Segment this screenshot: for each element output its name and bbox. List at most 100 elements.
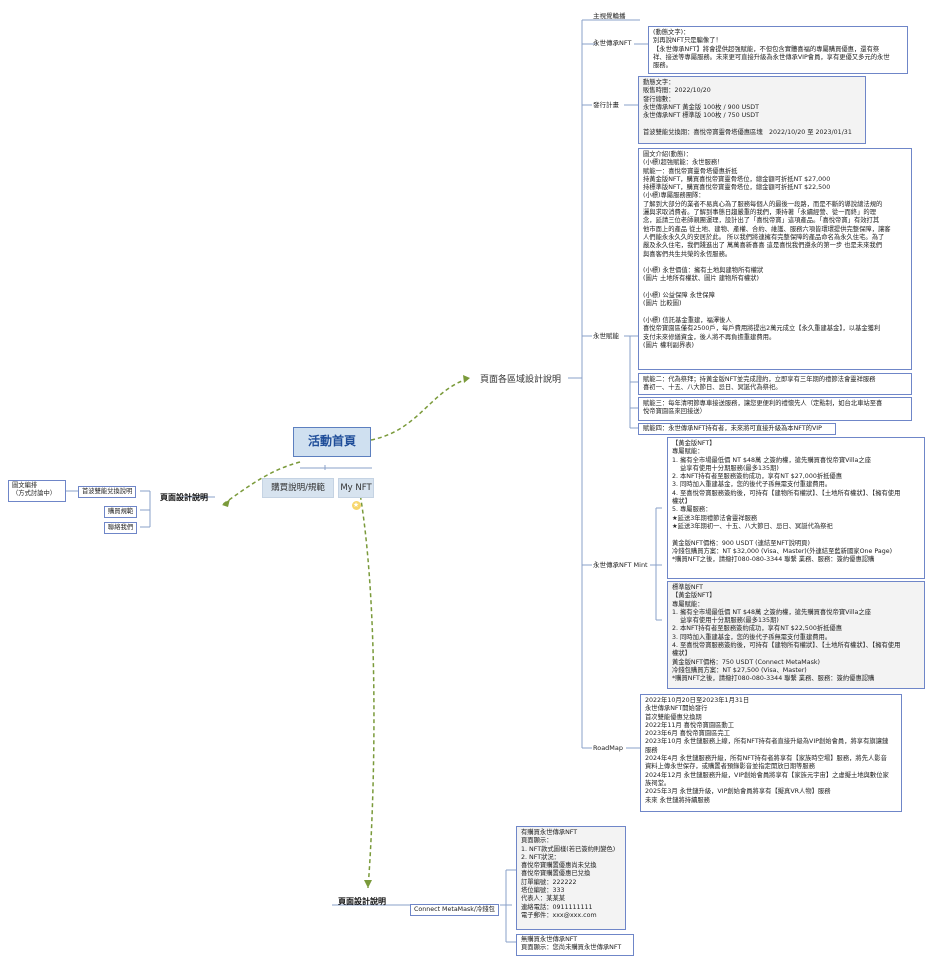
- box-power-4: 賦能四：永世傳承NFT持有者，未來將可直接升級為本NFT的VIP: [638, 423, 836, 435]
- tab-purchase-rules[interactable]: 購買說明/規範: [262, 478, 334, 498]
- edge-root-to-area-design: [370, 377, 471, 441]
- box-line: 永世傳承NFT 黃金版 100枚 / 900 USDT: [643, 103, 759, 111]
- box-line: 2023年6月 喜悅帝寶園區完工: [645, 730, 731, 738]
- note-line: 圖文編排: [12, 482, 38, 489]
- box-line: ★延送3年期初一、十五、八大節日、忌日、冥誕代為祭祀: [672, 522, 833, 530]
- box-line: 永世傳承NFT開始發行: [645, 705, 708, 713]
- box-line: 頁面顯示：: [521, 837, 553, 845]
- section-yongshi-power[interactable]: 永世賦能: [593, 332, 619, 340]
- edge-root-to-left-design: [221, 461, 301, 506]
- box-line: 未來 永世鏈將持續服務: [645, 796, 710, 804]
- box-line: 賦能四：永世傳承NFT持有者，未來將可直接升級為本NFT的VIP: [643, 425, 822, 432]
- box-line: 灑與求取消費者。了解到事態日趨嚴重的我們，秉持著「永續經營、從一而終」的理: [643, 209, 876, 217]
- box-line: 服務。: [653, 62, 672, 70]
- star-icon: ★: [351, 501, 361, 510]
- section-main-visual[interactable]: 主視覺輪播: [593, 12, 626, 20]
- box-line: 冷錢包購買方案：NT $27,500 (Visa、Master): [672, 666, 807, 674]
- box-line: 1. 擁有全市場最低價 NT $48萬 之簽約權，搶先購買喜悅帝寶Villa之座: [672, 608, 871, 616]
- box-line: 益享有使用十分期服務(最多135期): [672, 617, 779, 625]
- section-issue-plan[interactable]: 發行計畫: [593, 101, 619, 109]
- box-line: 首波雙能兌換期：喜悅帝寶靈骨塔優惠區塊 2022/10/20 至 2023/01…: [643, 128, 852, 136]
- box-line: (動態文字)：: [653, 29, 690, 36]
- section-mint[interactable]: 永世傳承NFT Mint: [593, 561, 648, 569]
- box-line: 動態文字：: [643, 79, 675, 86]
- box-line: 冷錢包購買方案：NT $32,000 (Visa、Master)(外連結至藍新國…: [672, 547, 893, 555]
- box-line: 族祠堂。: [645, 779, 671, 787]
- note-line: （方式討論中）: [12, 490, 57, 498]
- box-line: 1. NFT款式圖樣(若已簽約則變色): [521, 845, 616, 853]
- box-power-2: 賦能二：代為祭拜；持黃金版NFT並完成證約，立即享有三年期的禮節法會靈祥服務喜初…: [638, 373, 912, 395]
- box-line: (小標) 永世價值：擁有土地與建物所有權狀: [643, 267, 764, 275]
- box-line: 【永世傳承NFT】將會提供超強賦能，不但包含實體喜福的專屬購買優惠，還有祭: [653, 45, 880, 53]
- box-line: 2022年11月 喜悅帝寶園區動工: [645, 721, 735, 729]
- box-line: (圖片 土地所有權狀、圖片 建物所有權狀): [643, 275, 759, 283]
- box-line: 賦能三：每年清明節專車接送服務，讓您更便利的禮懷先人（定點制，如台北車站至喜: [643, 400, 883, 407]
- area-design-title[interactable]: 頁面各區域設計說明: [480, 375, 562, 385]
- box-line: 2023年10月 永世鏈服務上線，所有NFT持有者直接升級為VIP創始會員，將享…: [645, 738, 889, 746]
- left-item-first-exchange[interactable]: 首波雙能兌換說明: [78, 486, 137, 498]
- box-line: 了解到大部分的業者不易真心為了服務每個人的最後一段路，而是不斷的導說總法規的: [643, 200, 883, 208]
- box-line: 權狀】: [672, 650, 691, 658]
- box-line: 發行總數：: [643, 95, 675, 103]
- box-line: 益享有使用十分期服務(最多135期): [672, 464, 779, 472]
- box-line: [643, 309, 907, 317]
- left-item-purchase-rules[interactable]: 購買規範: [104, 506, 138, 518]
- box-line: 悅帝寶園區來回接送）: [643, 408, 706, 416]
- box-line: 賦能一：喜悅帝寶靈骨塔優惠折抵: [643, 167, 738, 175]
- box-line: 念，延請三位老師親團運理，設計出了「喜悅帝寶」這項產品。「喜悅帝寶」有效打其: [643, 217, 880, 225]
- box-line: 2022年10月20日至2023年1月31日: [645, 697, 750, 704]
- box-line: 人們能永永久久的安居於此。 所以我們將連擁有完整保障的產品命名為永久住宅。為了: [643, 233, 885, 241]
- box-line: [643, 284, 907, 292]
- connect-metamask-item[interactable]: Connect MetaMask/冷錢包: [410, 904, 499, 916]
- box-line: [643, 259, 907, 267]
- section-roadmap[interactable]: RoadMap: [593, 744, 624, 752]
- box-line: 首次雙能優惠兌換期: [645, 713, 702, 721]
- box-line: (小標) 公益保障 永世保障: [643, 292, 715, 300]
- box-line: 頁面顯示：您尚未購買永世傳承NFT: [521, 944, 622, 952]
- arrow-bottom-design: [364, 880, 372, 888]
- box-line: 賦能二：代為祭拜；持黃金版NFT並完成證約，立即享有三年期的禮節法會靈祥服務: [643, 376, 876, 383]
- box-line: 喜悅帝寶園區僅有2500戶，每戶費用將提出2萬元成立【永久重建基金】，以基金獲利: [643, 325, 881, 333]
- box-line: 服務: [645, 746, 658, 754]
- box-line: 2. 本NFT持有者至服務簽約成功，享有NT $27,000折抵優惠: [672, 473, 843, 481]
- box-line: [672, 531, 920, 539]
- box-line: 2. NFT狀況：: [521, 853, 560, 861]
- box-line: 4. 至喜悅帝寶服務簽約後，可持有【建物所有權狀】、【土地所有權狀】、【擁有使用: [672, 642, 901, 650]
- bottom-design-title[interactable]: 頁面設計說明: [338, 897, 386, 906]
- box-line: 喜悅帝寶購置優惠已兌換: [521, 870, 591, 878]
- section-yongshi-nft[interactable]: 永世傳承NFT: [593, 39, 632, 47]
- box-line: *購買NFT之後，請撥打080-080-3344 聯繫 業務、服務：簽約優惠認購: [672, 556, 875, 564]
- box-line: 【黃金版NFT】: [672, 592, 716, 600]
- edge-root-to-bottom-design: [357, 481, 375, 889]
- box-line: 支付未來修繕資金，後人將不再負擔重建費用。: [643, 333, 776, 341]
- box-line: (小標)超強賦能：永世服務！: [643, 159, 724, 167]
- box-line: 代表人：某某某: [521, 895, 566, 903]
- box-line: 2024年4月 永世鏈服務升級，所有NFT持有者將享有【家族時空場】服務，將先人…: [645, 755, 887, 763]
- box-line: [643, 120, 861, 128]
- box-line: 塔位編號：333: [521, 887, 565, 895]
- box-line: *購買NFT之後，請撥打080-080-3344 聯繫 業務、服務：簽約優惠認購: [672, 675, 875, 683]
- box-line: 祥、接送等專屬服務。未來更可直接升級為永世傳承VIP會員，享有更優又多元的永世: [653, 53, 890, 61]
- my-nft-label: My NFT: [340, 483, 372, 493]
- box-line: 與喜客們共生共榮的永恆服務。: [643, 250, 732, 258]
- box-line: 1. 擁有全市場最低價 NT $48萬 之簽約權，搶先購買喜悅帝寶Villa之座: [672, 456, 871, 464]
- left-item-contact-us[interactable]: 聯絡我們: [104, 522, 138, 534]
- left-design-title[interactable]: 頁面設計說明: [160, 493, 208, 502]
- box-line: 資料上傳永世保存，或購置者預錄影音並指定開放日期等服務: [645, 763, 816, 771]
- box-line: 持黃金版NFT，購買喜悅帝寶靈骨塔位，總金額可折抵NT $27,000: [643, 175, 831, 183]
- box-line: 嚴及永久住宅，我們踐進出了 萬萬喜新喜喜 這是喜悅我們遵永的第一步 也是未來我們: [643, 242, 882, 250]
- tab-my-nft[interactable]: My NFT ★: [338, 478, 374, 510]
- box-roadmap: 2022年10月20日至2023年1月31日永世傳承NFT開始發行首次雙能優惠兌…: [640, 694, 902, 812]
- arrow-area-design: [463, 375, 470, 383]
- box-line: 3. 同時加入重建基金，您的後代子孫無需支付重建費用。: [672, 633, 832, 641]
- root-node-activity-home[interactable]: 活動首頁: [293, 427, 371, 457]
- box-power-main: 圖文介紹(動態)：(小標)超強賦能：永世服務！賦能一：喜悅帝寶靈骨塔優惠折抵持黃…: [638, 148, 912, 370]
- box-line: (小標)專屬服務團隊：: [643, 192, 705, 200]
- box-line: 永世傳承NFT 標準版 100枚 / 750 USDT: [643, 112, 759, 120]
- box-mint-gold: 【黃金版NFT】專屬賦能：1. 擁有全市場最低價 NT $48萬 之簽約權，搶先…: [667, 437, 925, 579]
- box-line: (小標) 信託基金重建，福澤後人: [643, 316, 732, 324]
- box-line: 圖文介紹(動態)：: [643, 151, 692, 158]
- box-line: 5. 專屬服務：: [672, 506, 712, 514]
